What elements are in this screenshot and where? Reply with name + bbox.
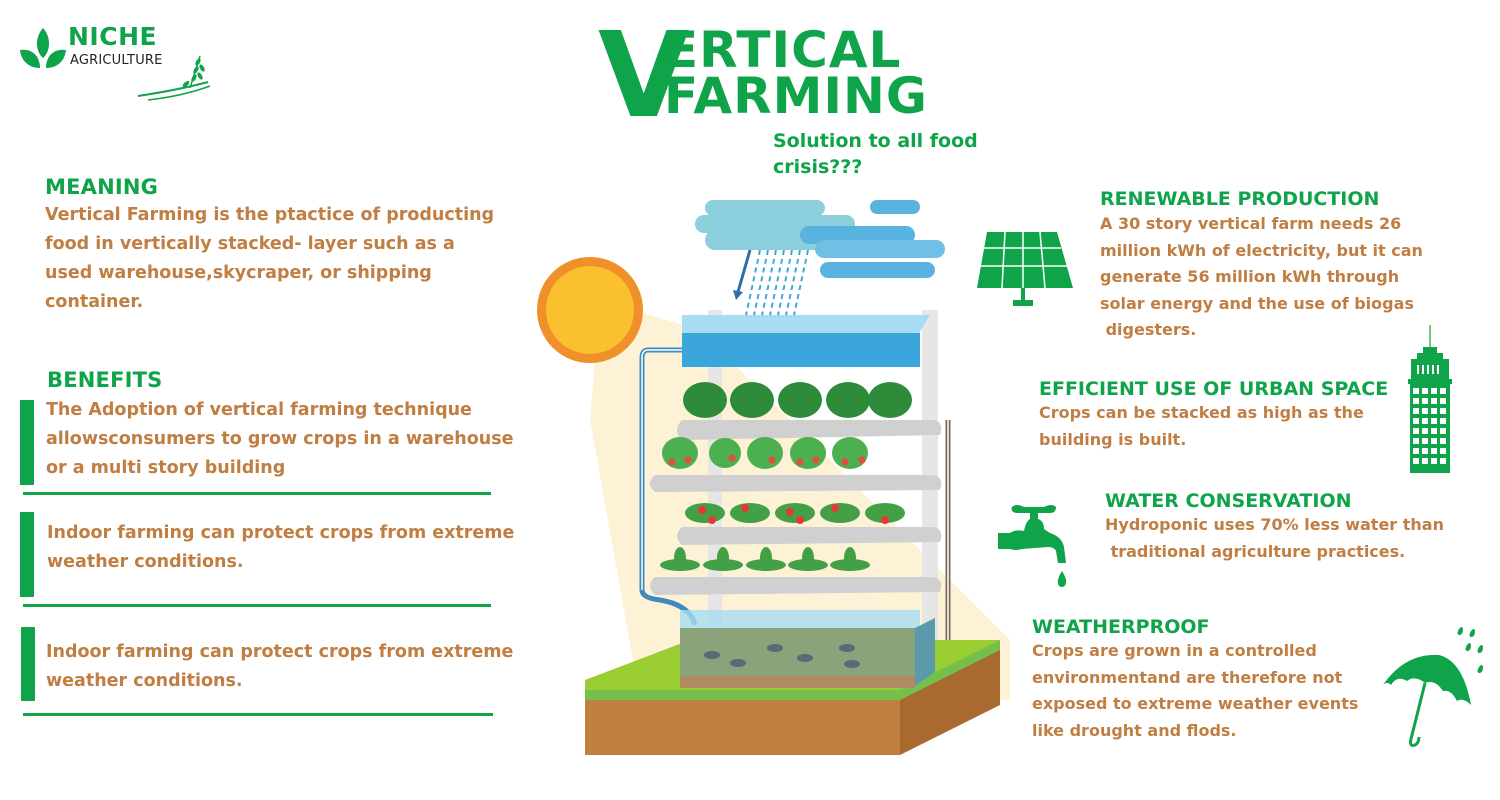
benefit-bar — [21, 627, 35, 701]
benefit-line: Indoor farming can protect crops from ex… — [47, 523, 515, 543]
water-tap-icon — [998, 505, 1067, 587]
benefit-line: allowsconsumers to grow crops in a wareh… — [46, 429, 514, 449]
weatherproof-section: WEATHERPROOF Crops are grown in a contro… — [1032, 616, 1412, 744]
text-line: Crops are grown in a controlled — [1032, 641, 1317, 660]
urban-heading: EFFICIENT USE OF URBAN SPACE — [1039, 378, 1389, 400]
wheat-icon — [137, 55, 211, 101]
meaning-text: Vertical Farming is the ptactice of prod… — [45, 201, 555, 317]
benefit-divider — [23, 713, 493, 716]
urban-text: Crops can be stacked as high as the buil… — [1039, 400, 1419, 453]
title-initial: V — [598, 6, 690, 144]
text-line: building is built. — [1039, 429, 1187, 449]
renewable-text: A 30 story vertical farm needs 26 millio… — [1100, 211, 1480, 344]
benefit-item-1: The Adoption of vertical farming techniq… — [46, 396, 566, 483]
benefit-bar — [20, 512, 34, 597]
umbrella-icon — [1383, 627, 1483, 747]
water-heading: WATER CONSERVATION — [1105, 490, 1352, 512]
text-line: A 30 story vertical farm needs 26 — [1100, 214, 1402, 233]
text-line: environmentand are therefore not — [1032, 667, 1343, 687]
benefit-line: Indoor farming can protect crops from ex… — [46, 642, 514, 662]
benefits-heading: BENEFITS — [47, 368, 163, 392]
text-line: generate 56 million kWh through — [1100, 267, 1400, 286]
benefit-item-3: Indoor farming can protect crops from ex… — [46, 638, 566, 696]
meaning-line: container. — [45, 292, 144, 312]
meaning-line: Vertical Farming is the ptactice of prod… — [45, 205, 495, 225]
subtitle-line2: crisis??? — [773, 156, 863, 178]
solar-panel-icon — [977, 232, 1073, 306]
grow-shelf — [650, 420, 942, 595]
benefit-bar — [20, 400, 34, 485]
building-windows — [1413, 388, 1446, 464]
text-line: digesters. — [1100, 320, 1197, 339]
text-line: solar energy and the use of biogas — [1100, 293, 1414, 313]
water-text: Hydroponic uses 70% less water than trad… — [1105, 512, 1485, 565]
benefit-line: weather conditions. — [46, 671, 243, 691]
benefit-divider — [23, 492, 491, 495]
meaning-line: used warehouse,skycraper, or shipping — [45, 263, 432, 283]
title-line1: ERTICAL — [664, 21, 902, 79]
weatherproof-text: Crops are grown in a controlled environm… — [1032, 638, 1412, 744]
title-line2: FARMING — [664, 67, 928, 125]
renewable-section: RENEWABLE PRODUCTION A 30 story vertical… — [1100, 188, 1480, 344]
weatherproof-heading: WEATHERPROOF — [1032, 616, 1210, 638]
logo: NICHE AGRICULTURE — [18, 22, 218, 101]
vertical-farm-illustration — [537, 200, 1010, 755]
text-line: Hydroponic uses 70% less water than — [1105, 515, 1444, 534]
water-section: WATER CONSERVATION Hydroponic uses 70% l… — [1105, 490, 1485, 565]
logo-brand: NICHE — [68, 22, 158, 51]
benefit-item-2: Indoor farming can protect crops from ex… — [47, 519, 567, 577]
subtitle-line1: Solution to all food — [773, 130, 978, 152]
rain-drops — [1457, 627, 1483, 673]
logo-sub: AGRICULTURE — [70, 53, 163, 68]
urban-section: EFFICIENT USE OF URBAN SPACE Crops can b… — [1039, 378, 1419, 453]
benefit-line: or a multi story building — [46, 458, 286, 478]
meaning-line: food in vertically stacked- layer such a… — [45, 234, 455, 254]
subtitle: Solution to all food crisis??? — [773, 128, 978, 180]
benefit-divider — [23, 604, 491, 607]
sun-icon — [537, 257, 643, 363]
text-line: Crops can be stacked as high as the — [1039, 403, 1364, 422]
renewable-heading: RENEWABLE PRODUCTION — [1100, 188, 1380, 210]
leaves-icon — [20, 28, 66, 68]
page-title: V ERTICAL FARMING — [598, 6, 927, 144]
text-line: million kWh of electricity, but it can — [1100, 240, 1423, 260]
text-line: like drought and flods. — [1032, 720, 1237, 740]
benefit-line: weather conditions. — [47, 552, 244, 572]
meaning-heading: MEANING — [45, 175, 159, 199]
skyscraper-icon — [1408, 325, 1452, 473]
text-line: traditional agriculture practices. — [1105, 541, 1406, 561]
fish-icon — [704, 644, 860, 668]
benefit-line: The Adoption of vertical farming techniq… — [46, 400, 472, 420]
cloud-icon — [695, 200, 945, 278]
meaning-section: MEANING Vertical Farming is the ptactice… — [45, 175, 555, 317]
text-line: exposed to extreme weather events — [1032, 694, 1359, 713]
